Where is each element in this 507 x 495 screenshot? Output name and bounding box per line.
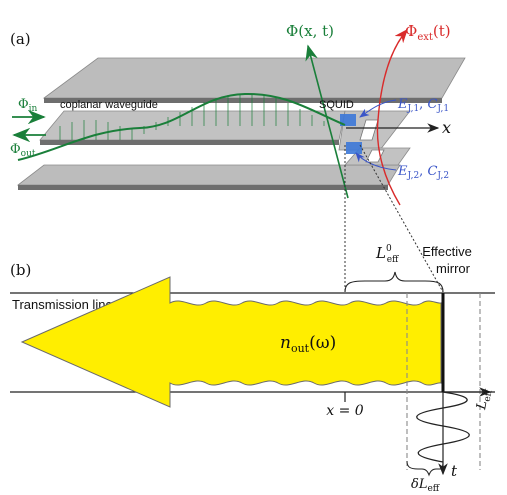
top-ground-plane xyxy=(42,57,466,103)
panel-b-label: (b) xyxy=(10,261,31,279)
phi-xt-arrow xyxy=(305,44,349,199)
mirror-label-line2: mirror xyxy=(436,261,471,276)
junction-2-params: EJ,2, CJ,2 xyxy=(397,164,449,181)
mirror-oscillation xyxy=(416,391,470,463)
josephson-junction-2 xyxy=(346,142,362,154)
nout-label: nout(ω) xyxy=(280,333,336,355)
phi-ext-arrow xyxy=(376,28,408,206)
phi-out-label: Φout xyxy=(10,142,36,159)
phi-xt-label: Φ(x, t) xyxy=(286,22,334,40)
nout-wave-arrow xyxy=(20,276,442,408)
panel-a-label: (a) xyxy=(10,30,31,48)
flux-wave xyxy=(17,92,346,161)
waveguide-label: coplanar waveguide xyxy=(60,99,158,111)
mirror-label-line1: Effective xyxy=(422,244,472,259)
leff-axis-label: Leff xyxy=(474,387,495,412)
x-axis-label: x xyxy=(442,118,451,137)
leff0-brace xyxy=(344,271,444,293)
josephson-junction-1 xyxy=(340,114,356,126)
t-axis-label: t xyxy=(451,462,458,480)
bottom-ground-plane xyxy=(16,147,411,190)
center-conductor xyxy=(39,110,346,145)
transmission-line-label: Transmission line xyxy=(12,297,113,312)
dleff-label: δLeff xyxy=(411,477,440,494)
junction-1-params: EJ,1, CJ,1 xyxy=(397,97,449,114)
dleff-brace xyxy=(406,460,444,477)
phi-in-label: Φin xyxy=(18,97,38,114)
x0-label: x = 0 xyxy=(326,403,364,419)
phi-ext-label: Φext(t) xyxy=(405,22,451,43)
projection-line-right xyxy=(359,144,444,293)
junction-1-pointer xyxy=(359,99,397,118)
squid-label: SQUID xyxy=(319,99,354,111)
